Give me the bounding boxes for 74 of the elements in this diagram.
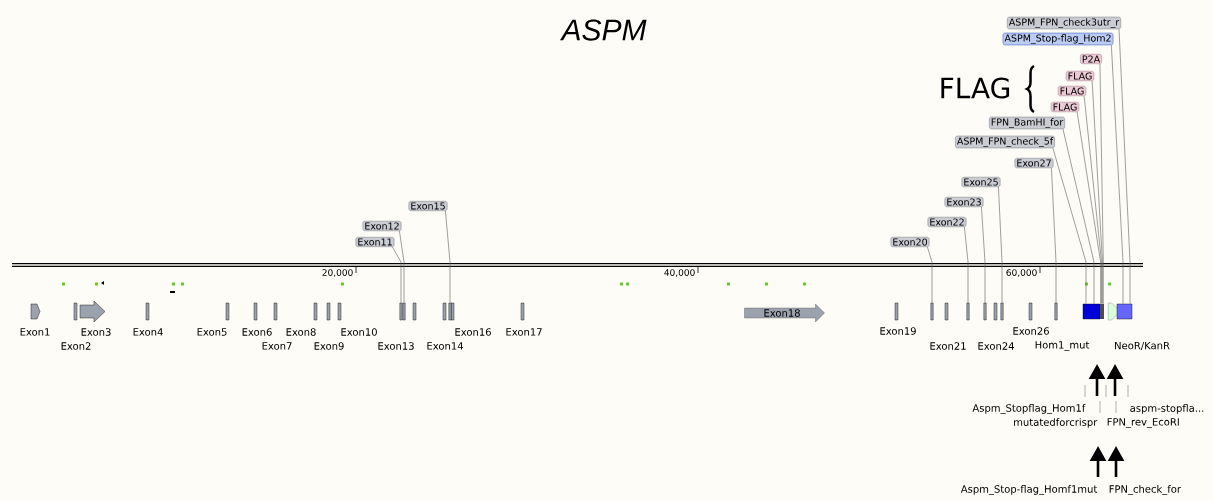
exon-mark — [966, 302, 970, 321]
leader-line — [1076, 111, 1101, 305]
exon-mark — [448, 302, 452, 321]
feature-label: Exon11 — [355, 236, 395, 248]
feature-label: Exon23 — [944, 196, 984, 208]
flag-label: FLAG — [941, 77, 1010, 99]
leader-line — [1052, 147, 1087, 305]
scale-label: 20,000 — [322, 269, 353, 277]
feature-name: Exon16 — [455, 328, 491, 336]
feature-name: FPN_rev_EcoRI — [1107, 418, 1179, 428]
feature-name: Exon9 — [314, 342, 344, 350]
leader-line — [927, 246, 933, 304]
feature-name: Exon14 — [427, 342, 463, 350]
feature-name: Hom1_mut — [1035, 341, 1090, 351]
feature-name: Exon10 — [341, 328, 377, 336]
feature-label: FLAG — [1050, 101, 1080, 113]
scale-label: 60,000 — [1006, 269, 1037, 277]
leader-line — [1118, 28, 1131, 305]
feature-label: FPN_BamHI_for — [989, 116, 1065, 130]
leader-line — [1051, 167, 1057, 304]
feature-label: Exon22 — [927, 216, 967, 228]
feature-name: Exon21 — [930, 342, 966, 350]
feature-name: Exon1 — [20, 328, 50, 336]
feature-label: ASPM_FPN_check3utr_r — [1007, 16, 1121, 30]
exon-mark — [1054, 302, 1058, 321]
feature-name: Exon5 — [197, 328, 227, 336]
leader-line — [392, 246, 402, 304]
feature-name: FPN_check_for — [1109, 485, 1181, 495]
exon-mark — [1100, 304, 1104, 319]
feature-name: Exon19 — [880, 327, 916, 335]
feature-name: Exon24 — [978, 342, 1014, 350]
feature-label: FLAG — [1065, 70, 1095, 82]
leader-line — [445, 210, 451, 304]
leader-line — [998, 186, 1003, 304]
exon-mark — [399, 302, 403, 321]
scale-label: 40,000 — [664, 269, 695, 277]
feature-name: Exon6 — [242, 328, 272, 336]
feature-name: Exon26 — [1013, 327, 1049, 335]
leader-line — [1099, 63, 1104, 305]
feature-label: Exon25 — [961, 176, 1001, 188]
feature-name: Exon17 — [506, 328, 542, 336]
feature-label: Exon12 — [362, 220, 402, 232]
feature-label: Exon15 — [408, 200, 448, 212]
exon-mark — [402, 302, 406, 321]
feature-name: Exon13 — [378, 342, 414, 350]
exon-mark — [1000, 302, 1004, 321]
feature-name: Aspm_Stopflag_Hom1f — [972, 404, 1086, 414]
feature-name: Exon3 — [81, 328, 111, 336]
leader-line — [1091, 80, 1103, 305]
leader-line — [399, 230, 405, 304]
feature-label: ASPM_FPN_check_5f — [955, 135, 1055, 149]
feature-label: Exon20 — [890, 236, 930, 248]
feature-name: Exon2 — [61, 342, 91, 350]
leader-line — [964, 226, 969, 304]
feature-name: Exon4 — [133, 328, 163, 336]
feature-name: Exon8 — [286, 328, 316, 336]
title: ASPM — [560, 19, 647, 41]
feature-label: ASPM_Stop-flag_Hom2 — [1002, 32, 1114, 46]
leader-line — [1062, 128, 1095, 305]
feature-block — [1082, 303, 1101, 320]
exon-mark — [930, 302, 934, 321]
exon-mark — [983, 302, 987, 321]
feature-label: P2A — [1080, 54, 1102, 65]
feature-label: Exon27 — [1014, 157, 1054, 169]
feature-name: aspm-stopfla... — [1130, 404, 1204, 414]
leader-line — [1111, 44, 1124, 305]
feature-name: mutatedforcrispr — [1014, 418, 1098, 428]
feature-block — [1116, 303, 1133, 320]
feature-label: FLAG — [1057, 85, 1087, 97]
leader-line — [981, 206, 986, 304]
feature-name: NeoR/KanR — [1115, 341, 1170, 351]
leader-line — [1083, 95, 1102, 305]
feature-name: Exon7 — [262, 342, 292, 350]
feature-name: Aspm_Stop-flag_Homf1mut — [960, 485, 1098, 495]
